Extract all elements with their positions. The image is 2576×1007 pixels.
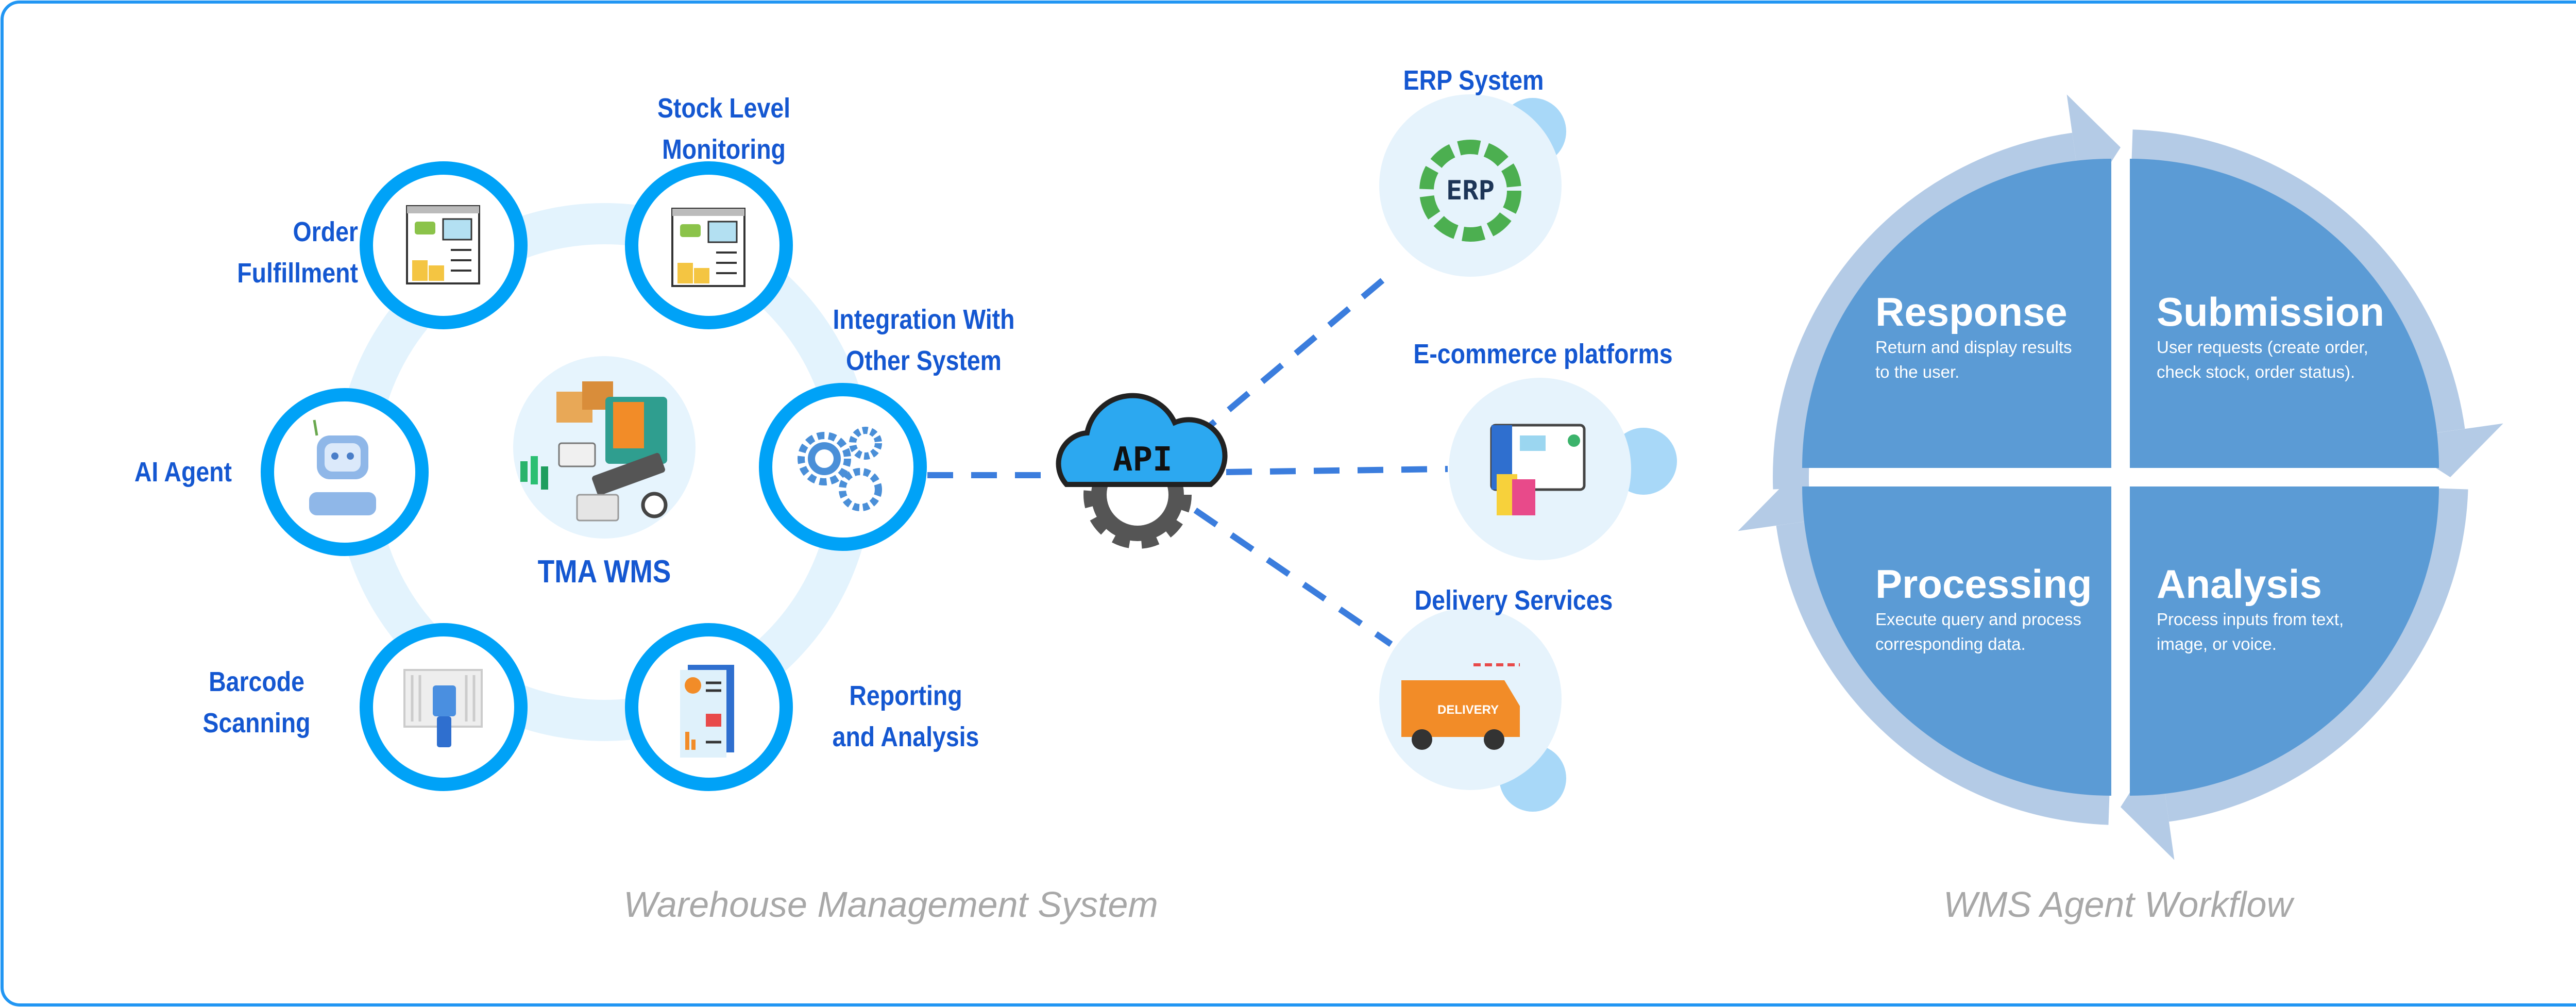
- gears-icon: [798, 427, 882, 511]
- label-erp: ERP System: [1403, 65, 1544, 96]
- report-icon: [680, 665, 734, 758]
- step-title: Response: [1875, 289, 2067, 334]
- label-line: Other System: [846, 345, 1002, 376]
- erp-icon-text: ERP: [1446, 175, 1495, 206]
- caption-workflow: WMS Agent Workflow: [1943, 884, 2293, 925]
- cloud-gear-icon: [1056, 393, 1228, 549]
- node-circle-integration[interactable]: [759, 383, 927, 551]
- label-reporting: Reporting and Analysis: [833, 675, 979, 758]
- label-line: and Analysis: [832, 721, 979, 752]
- label-line: Scanning: [202, 708, 311, 739]
- step-desc: corresponding data.: [1875, 634, 2026, 653]
- arrow-submission-arc: [2131, 129, 2465, 434]
- label-line: Integration With: [833, 304, 1015, 335]
- step-desc: Process inputs from text,: [2157, 610, 2344, 629]
- quadrant-analysis[interactable]: [2130, 486, 2439, 796]
- delivery-truck-icon: DELIVERY: [1401, 663, 1520, 750]
- workflow-cycle: [1738, 94, 2503, 860]
- ecommerce-monitor-icon: [1490, 424, 1586, 515]
- step-desc: check stock, order status).: [2157, 362, 2355, 381]
- label-line: AI Agent: [134, 457, 232, 488]
- quadrant-processing[interactable]: [1802, 486, 2111, 796]
- api-label: API: [1113, 441, 1173, 479]
- arrow-processing-arc: [1776, 521, 2110, 825]
- quadrant-submission[interactable]: [2130, 159, 2439, 468]
- label-line: Barcode: [209, 666, 304, 697]
- arrow-analysis-arc: [2164, 488, 2468, 822]
- robot-icon: [309, 419, 376, 515]
- label-line: Stock Level: [657, 93, 791, 124]
- step-desc: to the user.: [1875, 362, 1960, 381]
- step-desc: Return and display results: [1875, 338, 2072, 357]
- erp-icon: [1419, 140, 1521, 242]
- step-desc: Execute query and process: [1875, 610, 2081, 629]
- step-title: Processing: [1875, 561, 2092, 607]
- step-desc: image, or voice.: [2157, 634, 2277, 653]
- step-desc: User requests (create order,: [2157, 338, 2368, 357]
- quadrant-response[interactable]: [1802, 159, 2111, 468]
- label-delivery: Delivery Services: [1414, 585, 1613, 616]
- arrow-response-arc: [1773, 132, 2077, 490]
- label-line: Fulfillment: [237, 258, 358, 289]
- connector-api-delivery: [1193, 508, 1393, 647]
- label-ai-agent: AI Agent: [134, 451, 232, 493]
- step-title: Submission: [2157, 289, 2385, 334]
- connector-api-ecommerce: [1226, 466, 1448, 475]
- caption-wms: Warehouse Management System: [623, 884, 1158, 925]
- label-ecommerce: E-commerce platforms: [1413, 339, 1673, 370]
- delivery-icon-text: DELIVERY: [1437, 703, 1499, 717]
- warehouse-computer-icon: [520, 381, 668, 522]
- connector-api-erp: [1193, 271, 1393, 441]
- label-line: Reporting: [849, 680, 962, 711]
- step-title: Analysis: [2157, 561, 2322, 607]
- label-line: Monitoring: [662, 134, 786, 165]
- barcode-scanner-icon: [403, 669, 483, 747]
- center-label: TMA WMS: [537, 554, 671, 590]
- label-line: Order: [293, 216, 358, 247]
- document-dashboard-icon: [406, 205, 480, 284]
- document-dashboard-icon: [671, 208, 745, 287]
- erp-card[interactable]: [1379, 94, 1562, 277]
